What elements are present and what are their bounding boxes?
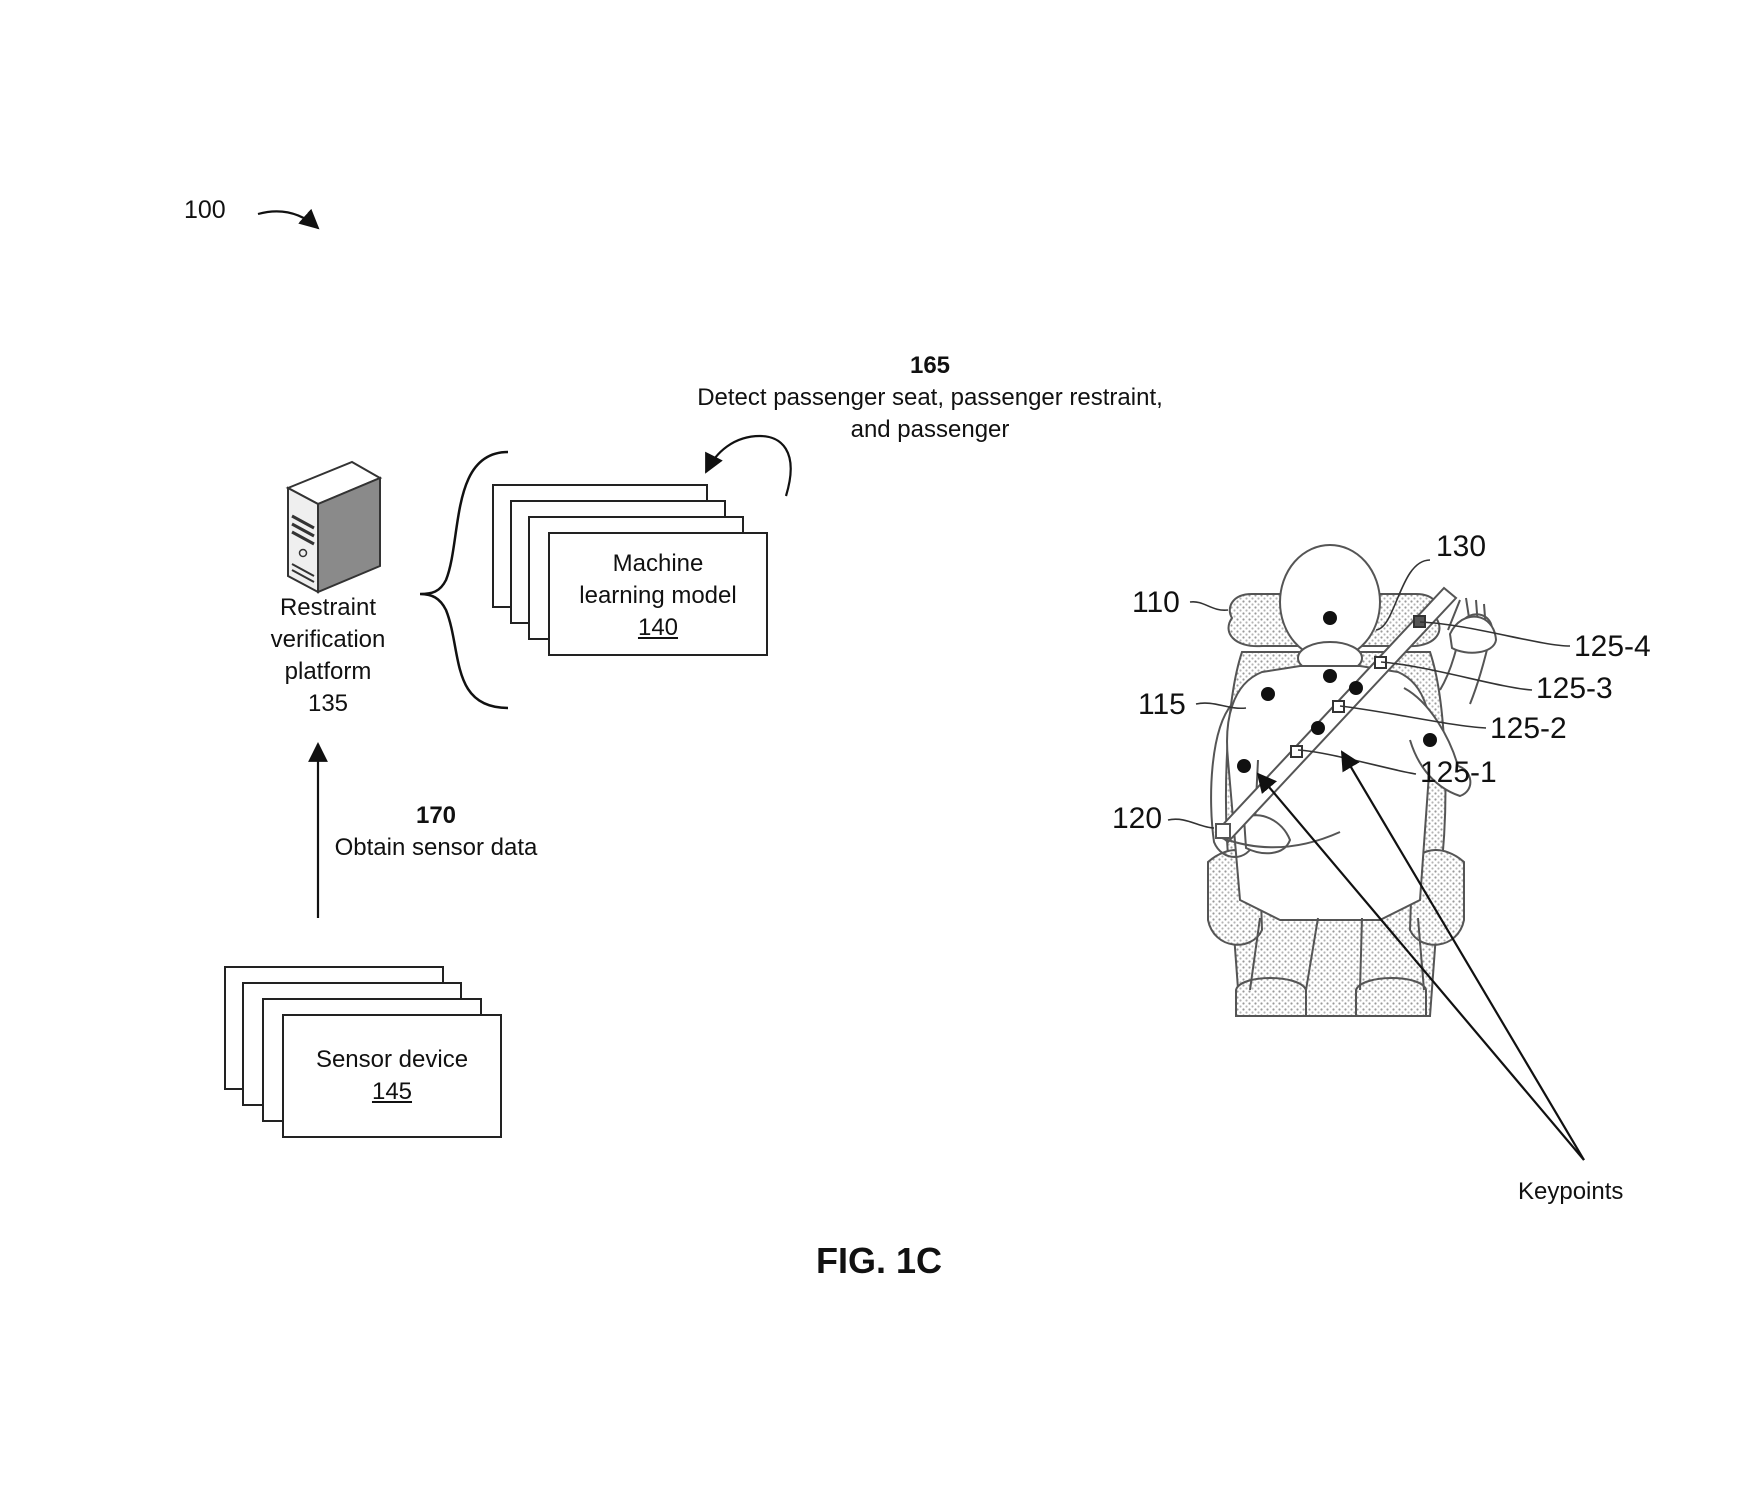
figure-title: FIG. 1C (816, 1240, 942, 1282)
keypoint-right-chest (1349, 681, 1363, 695)
sensor-line1: Sensor device (284, 1044, 500, 1076)
callout-115: 115 (1138, 688, 1186, 722)
ml-model-line1: Machine (550, 548, 766, 580)
callout-120: 120 (1112, 802, 1162, 836)
figure-ref-100: 100 (184, 196, 226, 225)
step-165-label: 165 Detect passenger seat, passenger res… (620, 350, 1240, 446)
keypoint-left-shoulder (1261, 687, 1275, 701)
keypoint-chest (1311, 721, 1325, 735)
platform-ref: 135 (228, 688, 428, 720)
step-165-line2: and passenger (620, 414, 1240, 446)
keypoint-neck (1323, 669, 1337, 683)
step-170-num: 170 (316, 800, 556, 832)
platform-line2: verification (228, 624, 428, 656)
step-170-label: 170 Obtain sensor data (316, 800, 556, 864)
server-tower-icon (288, 462, 380, 592)
callout-125-1: 125-1 (1420, 756, 1497, 790)
keypoints-label: Keypoints (1518, 1178, 1623, 1206)
platform-line3: platform (228, 656, 428, 688)
keypoint-head (1323, 611, 1337, 625)
sensor-card: Sensor device 145 (282, 1014, 502, 1138)
callout-130: 130 (1436, 530, 1486, 564)
ref-100-arrow (258, 211, 318, 228)
platform-line1: Restraint (228, 592, 428, 624)
callout-110: 110 (1132, 586, 1180, 620)
step-165-line1: Detect passenger seat, passenger restrai… (620, 382, 1240, 414)
ml-model-line2: learning model (550, 580, 766, 612)
keypoint-right-elbow (1423, 733, 1437, 747)
ml-model-card: Machine learning model 140 (548, 532, 768, 656)
ml-model-ref: 140 (550, 612, 766, 644)
callout-125-3: 125-3 (1536, 672, 1613, 706)
callout-125-4: 125-4 (1574, 630, 1651, 664)
step-165-num: 165 (620, 350, 1240, 382)
platform-label: Restraint verification platform 135 (228, 592, 428, 720)
sensor-ref: 145 (284, 1076, 500, 1108)
keypoint-125-1 (1291, 746, 1302, 757)
step-170-line1: Obtain sensor data (316, 832, 556, 864)
callout-125-2: 125-2 (1490, 712, 1567, 746)
keypoint-left-elbow (1237, 759, 1251, 773)
